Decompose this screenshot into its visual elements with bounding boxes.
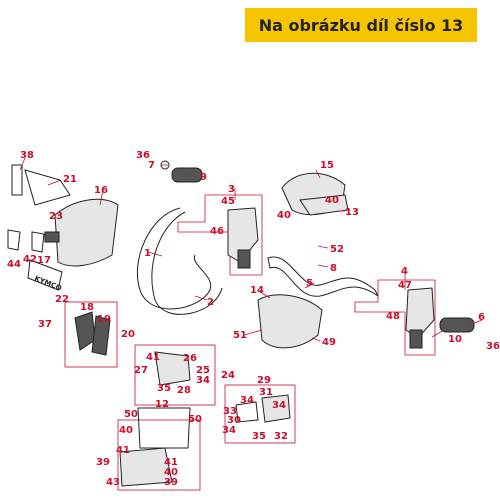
callout-42: 42: [23, 254, 37, 265]
handlebar-cover-13: [299, 194, 349, 216]
callout-26: 26: [183, 353, 197, 364]
callout-16: 16: [94, 185, 108, 196]
part-26: [154, 351, 191, 386]
callout-34-d: 34: [222, 425, 236, 436]
callout-23: 23: [49, 211, 63, 222]
callout-9: 9: [200, 172, 207, 183]
part-30: [235, 401, 259, 423]
callout-box-20: [64, 301, 118, 368]
callout-40-a: 40: [277, 210, 291, 221]
callout-35-a: 35: [157, 383, 171, 394]
callout-39-a: 39: [96, 457, 110, 468]
callout-17: 17: [37, 255, 51, 266]
callout-37: 37: [38, 319, 52, 330]
callout-43: 43: [106, 477, 120, 488]
part-drawings: KYMCO: [7, 160, 475, 487]
callout-34-a: 34: [196, 375, 210, 386]
callout-48: 48: [386, 311, 400, 322]
callout-box-32: [224, 384, 296, 444]
callout-44: 44: [7, 259, 21, 270]
callout-35-b: 35: [252, 431, 266, 442]
front-cover-14: [257, 294, 323, 349]
callout-52: 52: [330, 244, 344, 255]
callout-1: 1: [144, 248, 151, 259]
callout-34-b: 34: [240, 395, 254, 406]
callout-10: 10: [448, 334, 462, 345]
callout-41-a: 41: [146, 352, 160, 363]
callout-33: 33: [223, 406, 237, 417]
callout-6: 6: [478, 312, 485, 323]
throttle-cable-1: [136, 207, 212, 310]
part-18: [74, 311, 96, 351]
callout-40-c: 40: [119, 425, 133, 436]
callout-3: 3: [228, 184, 235, 195]
callout-40-d: 40: [164, 467, 178, 478]
callout-13: 13: [345, 207, 359, 218]
callout-2: 2: [207, 297, 214, 308]
grip-10-part: [439, 317, 475, 333]
callout-38: 38: [20, 150, 34, 161]
switch-housing-4: [405, 287, 435, 339]
callout-24: 24: [221, 370, 235, 381]
callout-labels: 38 21 16 23 44 42 17 22 18 37 19 20 36 7…: [7, 150, 500, 488]
callout-box-4: [354, 279, 436, 356]
callout-41-b: 41: [116, 445, 130, 456]
throttle-cable-2: [151, 211, 223, 315]
callout-25: 25: [196, 365, 210, 376]
callout-46: 46: [210, 226, 224, 237]
leader-lines: [19, 157, 483, 342]
part-19: [91, 315, 111, 356]
callout-40-b: 40: [325, 195, 339, 206]
callout-12: 12: [155, 399, 169, 410]
callout-box-24: [134, 344, 216, 406]
callout-36-a: 36: [136, 150, 150, 161]
callout-50-b: 50: [188, 414, 202, 425]
callout-19: 19: [97, 314, 111, 325]
callout-4: 4: [401, 266, 408, 277]
callout-14: 14: [250, 285, 264, 296]
callout-22: 22: [55, 294, 69, 305]
part-box-40: [119, 447, 173, 487]
callout-49: 49: [322, 337, 336, 348]
callout-8: 8: [330, 263, 337, 274]
kymco-emblem-part: [27, 259, 63, 291]
callout-32: 32: [274, 431, 288, 442]
clips-part: [7, 229, 45, 253]
callout-20: 20: [121, 329, 135, 340]
callout-18: 18: [80, 302, 94, 313]
callout-31: 31: [259, 387, 273, 398]
connector-4: [409, 329, 423, 349]
callout-34-c: 34: [272, 400, 286, 411]
callout-41-c: 41: [164, 457, 178, 468]
grip-9-part: [171, 167, 203, 183]
callout-45: 45: [221, 196, 235, 207]
windscreen-part: [54, 198, 119, 267]
part-23: [44, 231, 60, 243]
callout-5: 5: [306, 278, 313, 289]
callout-30: 30: [227, 415, 241, 426]
callout-29: 29: [257, 375, 271, 386]
handlebar-5: [267, 256, 379, 297]
callout-7: 7: [148, 160, 155, 171]
callout-50-a: 50: [124, 409, 138, 420]
callout-47: 47: [398, 280, 412, 291]
callout-28: 28: [177, 385, 191, 396]
callout-39-b: 39: [164, 477, 178, 488]
callout-15: 15: [320, 160, 334, 171]
connector-3: [237, 249, 251, 269]
callout-51: 51: [233, 330, 247, 341]
bracket-12: [137, 407, 191, 449]
callout-box-40: [117, 419, 201, 491]
callout-21: 21: [63, 174, 77, 185]
callout-36-b: 36: [486, 341, 500, 352]
callout-27: 27: [134, 365, 148, 376]
part-number-banner: Na obrázku díl číslo 13: [245, 8, 477, 42]
bolt-38-part: [11, 164, 23, 196]
kymco-logo-text: KYMCO: [33, 274, 63, 292]
bracket-21-part: [24, 169, 71, 206]
part-31: [261, 394, 291, 423]
